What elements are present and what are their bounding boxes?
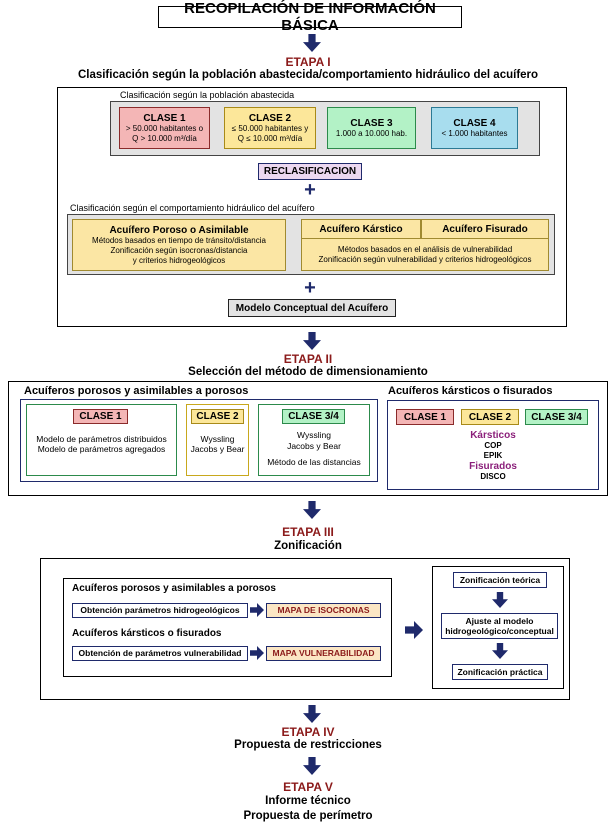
p-clase-2-line1: Wyssling [200,433,235,444]
poroso-line3: y criterios hidrogeológicos [132,255,226,265]
p-clase-34-title: CLASE 3/4 [282,409,345,424]
down-arrow-icon [302,501,322,519]
etapa-4-label: ETAPA IV [281,725,335,739]
epik-label: EPIK [483,451,503,460]
etapa-1-frame [57,87,567,327]
right-arrow-icon [250,603,264,617]
kf-line2: Zonificación según vulnerabilidad y crit… [318,255,532,264]
disco-label: DISCO [480,472,506,481]
clase-2-title: CLASE 2 [248,112,292,124]
hid-heading: Clasificación según el comportamiento hi… [70,203,315,213]
ajuste-line2: hidrogeológico/conceptual [445,626,554,636]
porosos-heading: Acuíferos porosos y asimilables a poroso… [24,385,249,397]
zon-practica-box: Zonificación práctica [452,664,548,680]
down-arrow-icon [491,643,509,659]
mapa-vulnerabilidad-box: MAPA VULNERABILIDAD [266,646,381,661]
fisurado-title: Acuífero Fisurado [421,219,549,239]
poroso-line1: Métodos basados en tiempo de tránsito/di… [92,235,266,245]
down-arrow-icon [491,592,509,608]
etapa-5-label: ETAPA V [283,780,333,794]
mapa-isocronas-box: MAPA DE ISOCRONAS [266,603,381,618]
clase-1-line1: > 50.000 habitantes o [125,123,204,133]
down-arrow-icon [302,332,322,350]
p-clase-1-body: Modelo de parámetros distribuidos Modelo… [26,430,177,458]
kf-line1: Métodos basados en el análisis de vulner… [337,245,513,254]
p-clase-34-line3: Método de las distancias [267,457,361,468]
karstico-title: Acuífero Kárstico [301,219,421,239]
clase-2-line2: Q ≤ 10.000 m³/día [237,133,303,143]
p-clase-34-line1: Wyssling [297,430,331,441]
zon-left-panel [63,578,392,677]
poroso-title: Acuífero Poroso o Asimilable [109,224,249,236]
etapa-1-subtitle: Clasificación según la población abastec… [77,69,539,81]
obt-vuln-box: Obtención de parámetros vulnerabilidad [72,646,248,661]
etapa-5-line2: Propuesta de perímetro [243,810,373,822]
down-arrow-icon [302,757,322,775]
clase-2-line1: ≤ 50.000 habitantes y [231,123,309,133]
zon-porosos-heading: Acuíferos porosos y asimilables a poroso… [72,583,276,594]
p-clase-1-title: CLASE 1 [73,409,128,424]
etapa-3-frame [40,558,570,700]
p-clase-2-line2: Jacobs y Bear [190,444,245,454]
cop-label: COP [484,441,502,450]
right-arrow-icon [404,621,424,639]
clase-1-box: CLASE 1 > 50.000 habitantes o Q > 10.000… [119,107,210,149]
etapa-3-label: ETAPA III [282,525,334,539]
clase-4-line1: < 1.000 habitantes [441,128,508,138]
plus-icon-2: + [304,276,316,299]
p-clase-34-body: Wyssling Jacobs y Bear Método de las dis… [258,428,370,470]
p-clase-1-box [26,404,177,476]
pob-heading: Clasificación según la población abastec… [120,90,295,100]
clase-1-line2: Q > 10.000 m³/día [132,133,197,143]
p-clase-1-line1: Modelo de parámetros distribuidos [36,433,167,444]
clase-3-title: CLASE 3 [350,117,393,129]
clase-4-box: CLASE 4 < 1.000 habitantes [431,107,518,149]
etapa-2-label: ETAPA II [283,352,333,366]
zon-kf-heading: Acuíferos kársticos o fisurados [72,628,222,639]
clase-3-box: CLASE 3 1.000 a 10.000 hab. [327,107,416,149]
karsticos-label: Kársticos [470,430,516,441]
clase-3-line1: 1.000 a 10.000 hab. [335,128,408,138]
ajuste-box: Ajuste al modelo hidrogeológico/conceptu… [441,613,558,639]
etapa-5-line1: Informe técnico [265,795,351,807]
etapa-2-subtitle: Selección del método de dimensionamiento [188,366,428,378]
p-clase-2-title: CLASE 2 [191,409,244,424]
zon-right-panel [432,566,564,689]
down-arrow-icon [302,34,322,52]
kf-heading: Acuíferos kársticos o fisurados [388,385,553,397]
etapa-2-frame [8,381,608,496]
reclasificacion-box: RECLASIFICACION [258,163,362,180]
p-clase-34-box [258,404,370,476]
modelo-conceptual-box: Modelo Conceptual del Acuífero [228,299,396,317]
kf-methods: Kársticos COP EPIK Fisurados DISCO [387,430,599,482]
p-clase-2-body: Wyssling Jacobs y Bear [186,430,249,458]
etapa-3-subtitle: Zonificación [274,540,342,552]
p-clase-1-line2: Modelo de parámetros agregados [37,444,166,454]
kf-panel [387,400,599,490]
poroso-box: Acuífero Poroso o Asimilable Métodos bas… [72,219,286,271]
zon-teorica-box: Zonificación teórica [453,572,547,588]
clase-2-box: CLASE 2 ≤ 50.000 habitantes y Q ≤ 10.000… [224,107,316,149]
clase-1-title: CLASE 1 [143,112,186,124]
kf-clase-2: CLASE 2 [461,409,519,425]
kf-clase-34: CLASE 3/4 [525,409,588,425]
page-title: RECOPILACIÓN DE INFORMACIÓN BÁSICA [158,0,462,34]
clase-4-title: CLASE 4 [453,117,496,129]
ajuste-line1: Ajuste al modelo [465,615,534,626]
p-clase-34-line2: Jacobs y Bear [287,440,341,451]
etapa-1-label: ETAPA I [285,55,331,69]
karst-fis-body: Métodos basados en el análisis de vulner… [301,241,549,269]
poroso-line2: Zonificación según isocronas/distancia [110,245,248,255]
fisurados-label: Fisurados [469,461,517,472]
kf-clase-1: CLASE 1 [396,409,454,425]
plus-icon: + [304,178,316,201]
obt-hidro-box: Obtención parámetros hidrogeológicos [72,603,248,618]
p-clase-2-box [186,404,249,476]
down-arrow-icon [302,705,322,723]
etapa-4-subtitle: Propuesta de restricciones [234,739,382,751]
right-arrow-icon [250,646,264,660]
porosos-panel [20,399,378,482]
